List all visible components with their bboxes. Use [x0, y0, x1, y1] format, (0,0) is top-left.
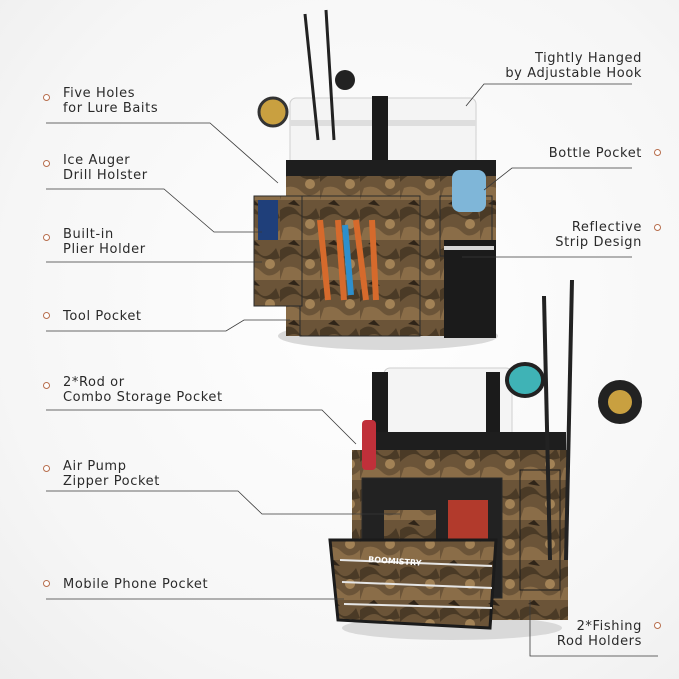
leader-bottle: [483, 167, 632, 191]
callout-bottle-line1: Bottle Pocket: [548, 146, 642, 161]
leader-five-holes: [46, 122, 279, 184]
callout-rod-holders: 2*Fishing Rod Holders: [557, 619, 642, 649]
bottom-bucket: BOOMISTRY: [328, 279, 642, 640]
callout-dot-five-holes: [43, 94, 50, 101]
callout-reflective-line2: Strip Design: [555, 235, 642, 250]
callout-dot-reflective: [654, 224, 661, 231]
callout-air-pump-line2: Zipper Pocket: [63, 474, 160, 489]
callout-five-holes-line1: Five Holes: [63, 86, 136, 101]
callout-five-holes-line2: for Lure Baits: [63, 101, 159, 116]
callout-air-pump: Air Pump Zipper Pocket: [63, 459, 160, 489]
callout-air-pump-line1: Air Pump: [63, 459, 127, 474]
callout-bottle: Bottle Pocket: [549, 146, 642, 161]
callout-auger-holster-line2: Drill Holster: [63, 168, 148, 183]
callout-hook-line1: Tightly Hanged: [534, 51, 642, 66]
callout-dot-auger-holster: [43, 160, 50, 167]
callout-phone-pocket-line1: Mobile Phone Pocket: [63, 577, 209, 592]
callout-rod-storage-line2: Combo Storage Pocket: [63, 390, 223, 405]
callout-dot-rod-holders: [654, 622, 661, 629]
top-bucket: [253, 9, 498, 350]
callout-auger-holster: Ice Auger Drill Holster: [63, 153, 148, 183]
callout-dot-tool-pocket: [43, 312, 50, 319]
leader-rod-holders: [529, 600, 658, 657]
callout-rod-holders-line1: 2*Fishing: [576, 619, 642, 634]
callout-hook-line2: by Adjustable Hook: [505, 66, 642, 81]
callout-dot-bottle: [654, 149, 661, 156]
callout-tool-pocket-line1: Tool Pocket: [63, 309, 142, 324]
callout-plier-holder-line1: Built-in: [63, 227, 114, 242]
brand-logo: BOOMISTRY: [368, 555, 422, 568]
callout-dot-rod-storage: [43, 382, 50, 389]
callout-tool-pocket: Tool Pocket: [63, 309, 142, 324]
callout-rod-storage-line1: 2*Rod or: [63, 375, 125, 390]
callout-dot-phone-pocket: [43, 580, 50, 587]
leader-tool-pocket: [46, 319, 290, 332]
callout-dot-plier-holder: [43, 234, 50, 241]
leader-auger-holster: [46, 188, 262, 233]
callout-rod-storage: 2*Rod or Combo Storage Pocket: [63, 375, 223, 405]
leader-air-pump: [46, 490, 400, 515]
callout-five-holes: Five Holes for Lure Baits: [63, 86, 158, 116]
callout-reflective: Reflective Strip Design: [555, 220, 642, 250]
callout-hook: Tightly Hanged by Adjustable Hook: [505, 51, 642, 81]
callout-dot-air-pump: [43, 465, 50, 472]
leader-rod-storage: [46, 409, 357, 445]
callout-auger-holster-line1: Ice Auger: [63, 153, 131, 168]
leader-hook: [465, 83, 632, 107]
callout-phone-pocket: Mobile Phone Pocket: [63, 577, 208, 592]
callout-reflective-line1: Reflective: [571, 220, 642, 235]
callout-plier-holder: Built-in Plier Holder: [63, 227, 146, 257]
callout-rod-holders-line2: Rod Holders: [556, 634, 642, 649]
callout-plier-holder-line2: Plier Holder: [63, 242, 146, 257]
